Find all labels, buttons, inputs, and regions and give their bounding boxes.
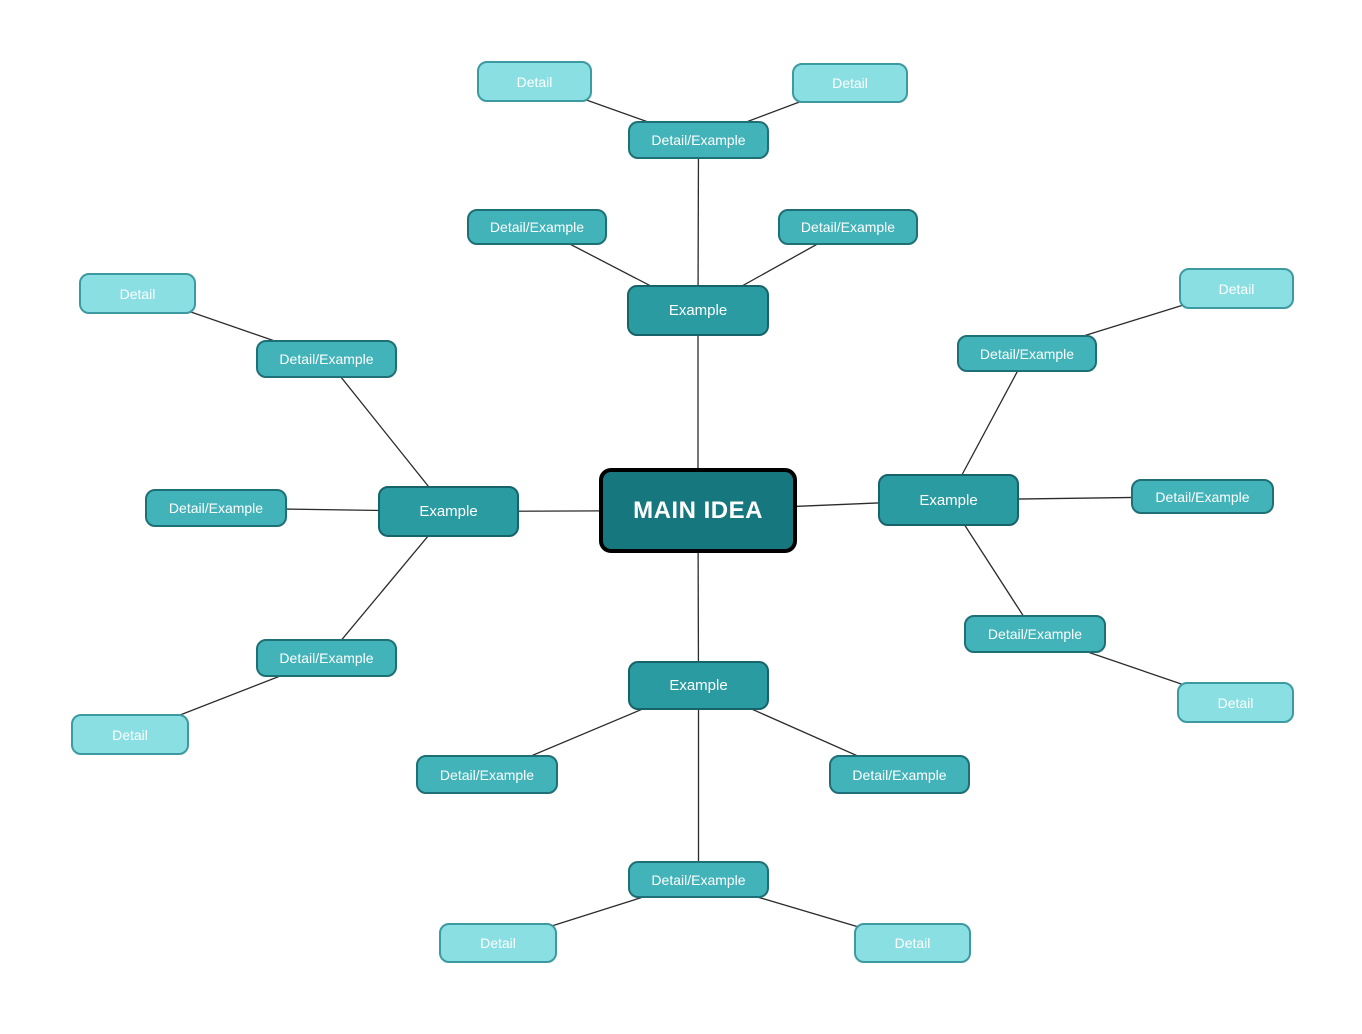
node-main-idea[interactable]: MAIN IDEA bbox=[599, 468, 797, 553]
node-detail-top-left[interactable]: Detail bbox=[477, 61, 592, 102]
node-detail-example-bottom-left[interactable]: Detail/Example bbox=[416, 755, 558, 794]
node-label: Detail/Example bbox=[979, 345, 1075, 362]
node-example-right[interactable]: Example bbox=[878, 474, 1019, 526]
node-label: Detail/Example bbox=[800, 219, 896, 235]
node-label: Detail/Example bbox=[987, 626, 1083, 642]
node-label: Detail/Example bbox=[279, 650, 374, 666]
node-label: Detail/Example bbox=[439, 766, 535, 783]
node-label: Detail bbox=[119, 285, 156, 302]
node-detail-example-top-right[interactable]: Detail/Example bbox=[778, 209, 918, 245]
node-example-bottom[interactable]: Example bbox=[628, 661, 769, 710]
node-label: Example bbox=[669, 677, 728, 694]
node-label: Detail bbox=[480, 935, 516, 951]
node-label: Example bbox=[919, 491, 978, 509]
node-label: Detail bbox=[832, 75, 868, 91]
node-detail-example-bottom-mid[interactable]: Detail/Example bbox=[628, 861, 769, 898]
node-label: Detail/Example bbox=[279, 351, 374, 367]
node-label: Detail/Example bbox=[852, 766, 947, 783]
node-detail-left-lower[interactable]: Detail bbox=[71, 714, 189, 755]
node-label: Detail bbox=[516, 73, 553, 90]
node-detail-example-left-upper[interactable]: Detail/Example bbox=[256, 340, 397, 378]
node-label: Detail bbox=[894, 935, 931, 951]
node-label: Detail bbox=[1218, 280, 1255, 297]
node-detail-right-lower[interactable]: Detail bbox=[1177, 682, 1294, 723]
node-detail-right-upper[interactable]: Detail bbox=[1179, 268, 1294, 309]
node-label: Example bbox=[668, 302, 728, 319]
node-detail-example-right-upper[interactable]: Detail/Example bbox=[957, 335, 1097, 372]
node-label: Example bbox=[419, 503, 478, 520]
node-label: Detail bbox=[112, 726, 148, 743]
connector-example-top--detail-example-top-mid bbox=[697, 139, 700, 311]
node-detail-bottom-right[interactable]: Detail bbox=[854, 923, 971, 963]
node-detail-top-right[interactable]: Detail bbox=[792, 63, 908, 103]
node-detail-example-top-left[interactable]: Detail/Example bbox=[467, 209, 607, 245]
node-label: Detail/Example bbox=[168, 500, 264, 516]
node-label: Detail bbox=[1217, 694, 1254, 711]
node-label: Detail/Example bbox=[1155, 488, 1250, 505]
node-detail-example-right-lower[interactable]: Detail/Example bbox=[964, 615, 1106, 653]
node-detail-example-left-mid[interactable]: Detail/Example bbox=[145, 489, 287, 527]
node-label: Detail/Example bbox=[651, 132, 746, 148]
node-example-left[interactable]: Example bbox=[378, 486, 519, 537]
node-detail-left-upper[interactable]: Detail bbox=[79, 273, 196, 314]
node-label: Detail/Example bbox=[489, 219, 585, 235]
node-detail-example-top-mid[interactable]: Detail/Example bbox=[628, 121, 769, 159]
node-detail-example-left-lower[interactable]: Detail/Example bbox=[256, 639, 397, 677]
node-label: Detail/Example bbox=[651, 871, 746, 888]
node-detail-example-bottom-right[interactable]: Detail/Example bbox=[829, 755, 970, 794]
node-label: MAIN IDEA bbox=[633, 496, 763, 524]
node-detail-example-right-mid[interactable]: Detail/Example bbox=[1131, 479, 1274, 514]
node-example-top[interactable]: Example bbox=[627, 285, 769, 336]
node-detail-bottom-left[interactable]: Detail bbox=[439, 923, 557, 963]
